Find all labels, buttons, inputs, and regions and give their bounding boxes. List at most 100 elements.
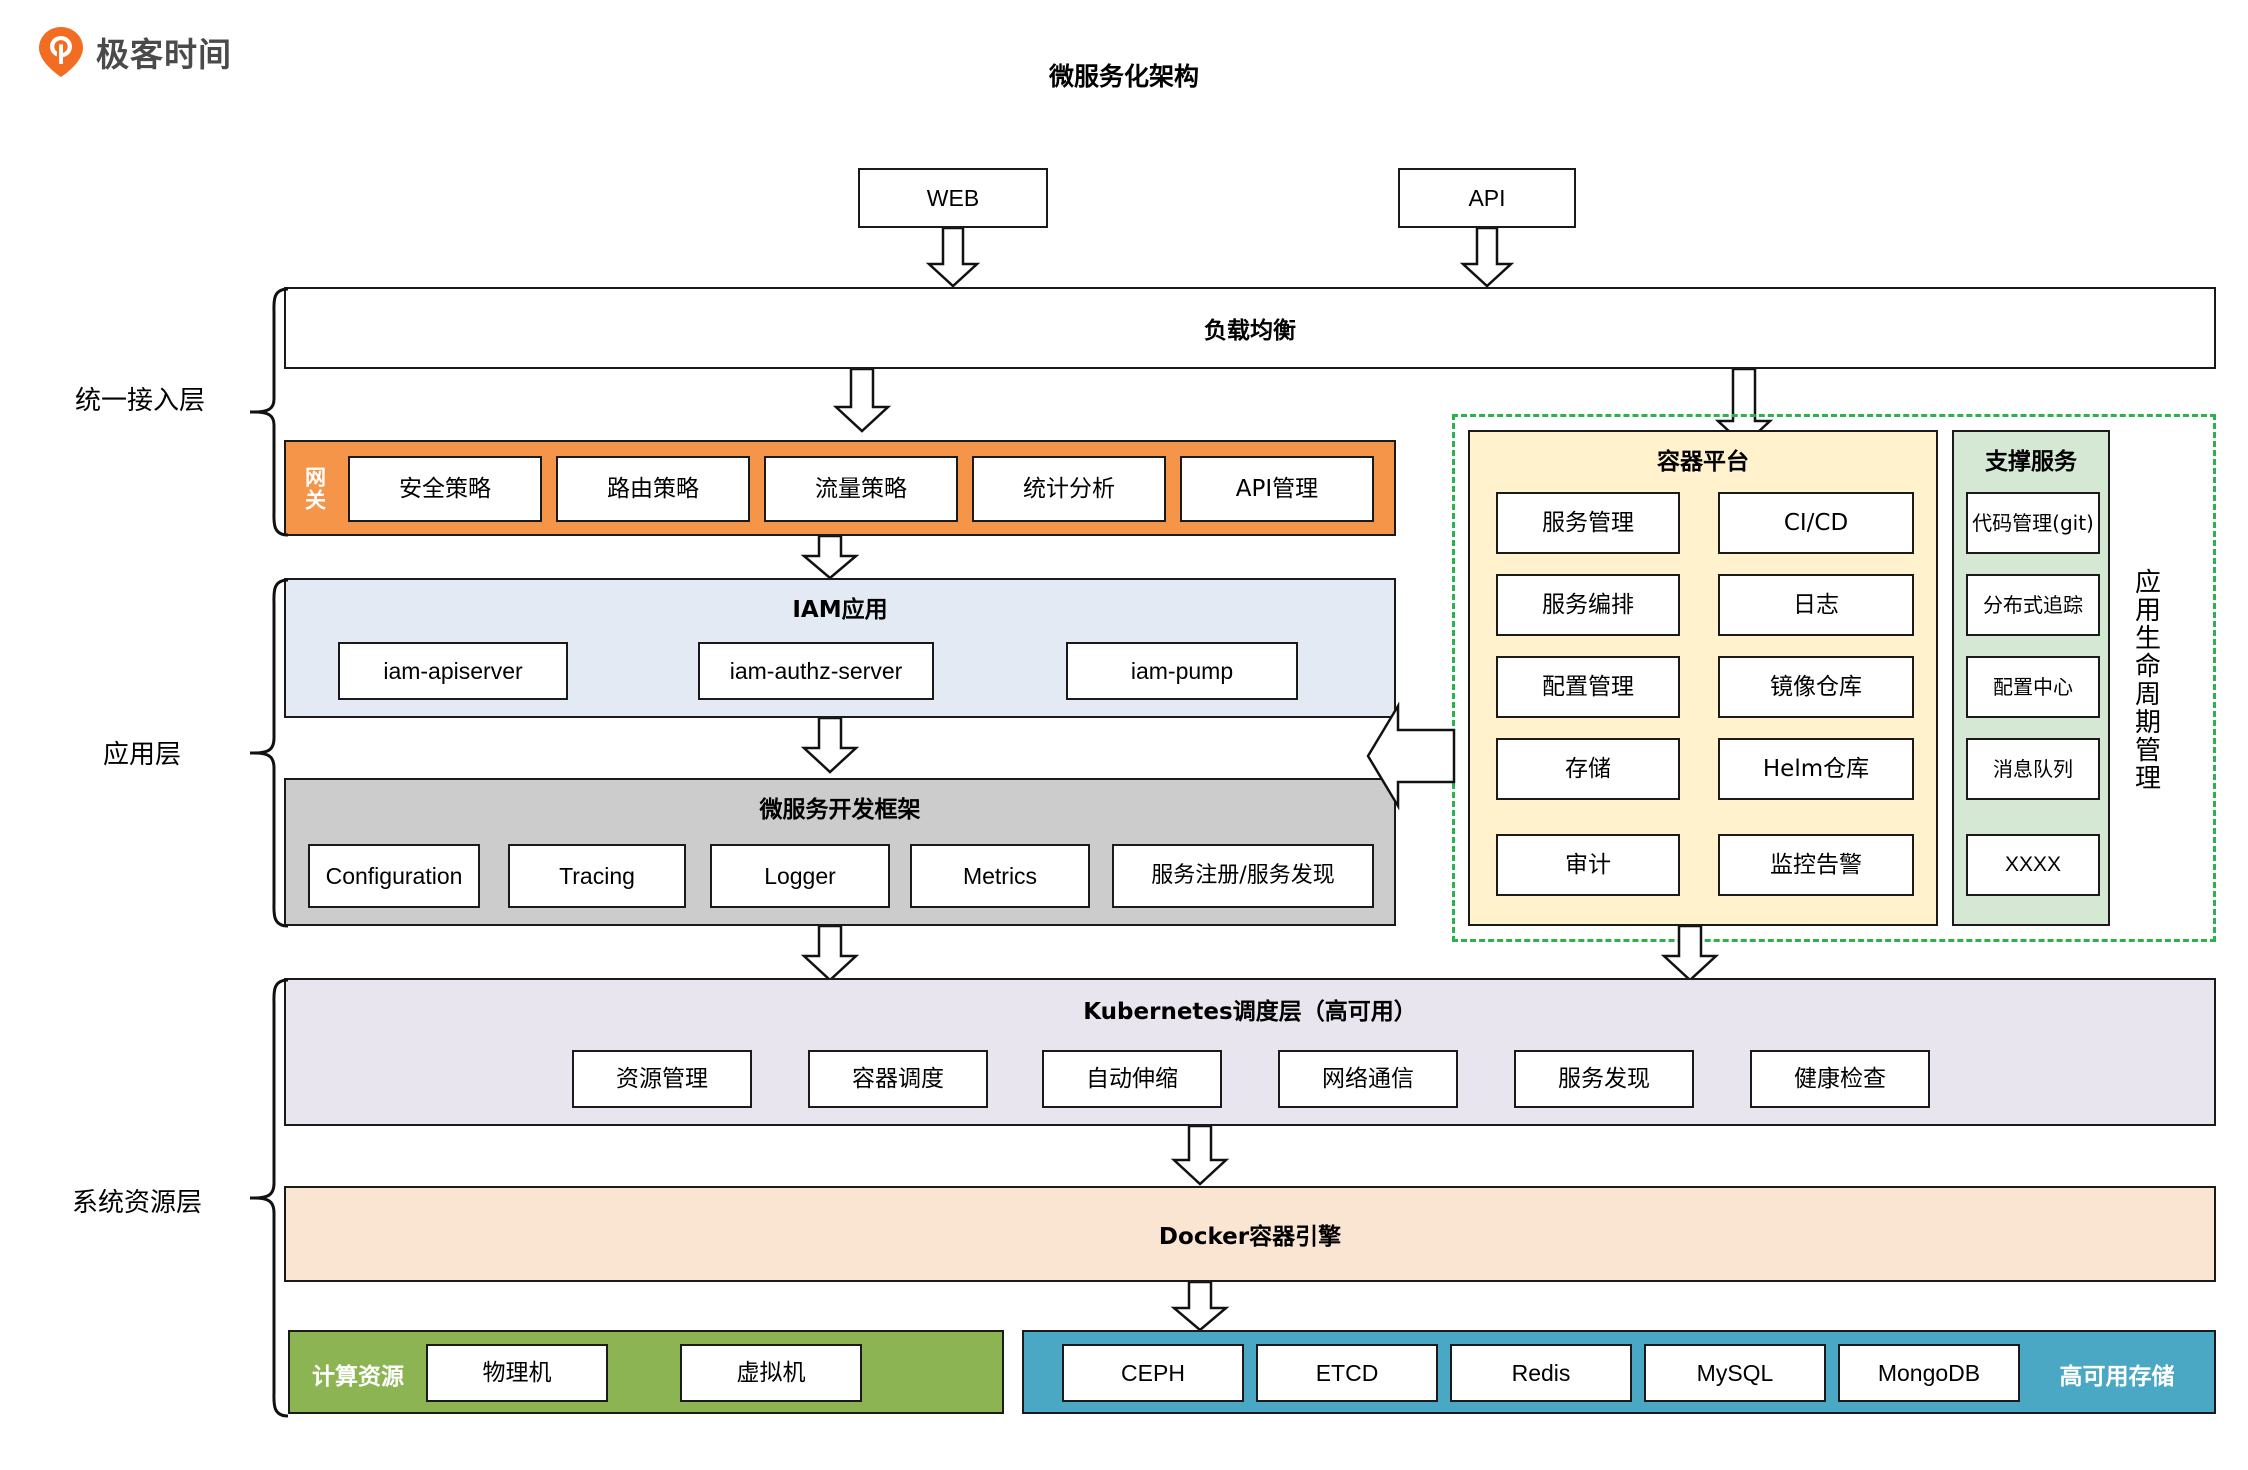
iam-item-apiserver[interactable]: iam-apiserver xyxy=(338,642,568,700)
supporting-item-placeholder[interactable]: XXXX xyxy=(1966,834,2100,896)
item-label: 分布式追踪 xyxy=(1983,592,2083,617)
arrow-gateway-to-iam xyxy=(800,536,860,580)
brace-unified-access xyxy=(250,287,290,537)
arrow-framework-to-kubernetes xyxy=(800,926,860,982)
framework-title: 微服务开发框架 xyxy=(759,797,921,823)
supporting-item-message-queue[interactable]: 消息队列 xyxy=(1966,738,2100,800)
kubernetes-item-network-communication[interactable]: 网络通信 xyxy=(1278,1050,1458,1108)
container-platform-item-helm-repo[interactable]: Helm仓库 xyxy=(1718,738,1914,800)
storage-item-mysql[interactable]: MySQL xyxy=(1644,1344,1826,1402)
storage-item-redis[interactable]: Redis xyxy=(1450,1344,1632,1402)
iam-application-band: IAM应用 iam-apiserver iam-authz-server iam… xyxy=(284,578,1396,718)
layer-label-application: 应用层 xyxy=(102,739,181,770)
item-label: Redis xyxy=(1511,1359,1571,1386)
gateway-item-traffic-policy[interactable]: 流量策略 xyxy=(764,456,958,522)
item-label: iam-pump xyxy=(1130,657,1234,684)
entry-label: API xyxy=(1468,184,1506,211)
gateway-item-api-management[interactable]: API管理 xyxy=(1180,456,1374,522)
item-label: 安全策略 xyxy=(399,475,491,502)
item-label: 服务编排 xyxy=(1542,591,1634,618)
item-label: 服务发现 xyxy=(1558,1065,1650,1092)
item-label: XXXX xyxy=(2004,852,2062,876)
item-label: ETCD xyxy=(1315,1359,1379,1386)
kubernetes-title: Kubernetes调度层（高可用） xyxy=(1083,999,1417,1025)
item-label: 代码管理(git) xyxy=(1972,510,2094,535)
container-platform-item-image-registry[interactable]: 镜像仓库 xyxy=(1718,656,1914,718)
gateway-side-label: 网关 xyxy=(302,466,327,512)
item-label: 统计分析 xyxy=(1023,475,1115,502)
item-label: 虚拟机 xyxy=(736,1359,806,1386)
compute-item-physical-machine[interactable]: 物理机 xyxy=(426,1344,608,1402)
load-balancer-bar[interactable]: 负载均衡 xyxy=(284,287,2216,369)
container-platform-item-config-management[interactable]: 配置管理 xyxy=(1496,656,1680,718)
framework-item-metrics[interactable]: Metrics xyxy=(910,844,1090,908)
kubernetes-item-autoscaling[interactable]: 自动伸缩 xyxy=(1042,1050,1222,1108)
item-label: 资源管理 xyxy=(616,1065,708,1092)
framework-item-tracing[interactable]: Tracing xyxy=(508,844,686,908)
framework-item-logger[interactable]: Logger xyxy=(710,844,890,908)
item-label: 配置中心 xyxy=(1993,674,2073,699)
compute-item-virtual-machine[interactable]: 虚拟机 xyxy=(680,1344,862,1402)
container-platform-panel: 容器平台 服务管理 服务编排 配置管理 存储 审计 CI/CD 日志 镜像仓库 … xyxy=(1468,430,1938,926)
item-label: 消息队列 xyxy=(1993,756,2073,781)
brace-application xyxy=(250,578,290,928)
supporting-item-code-management[interactable]: 代码管理(git) xyxy=(1966,492,2100,554)
storage-band: CEPH ETCD Redis MySQL MongoDB 高可用存储 xyxy=(1022,1330,2216,1414)
item-label: MySQL xyxy=(1696,1359,1774,1386)
item-label: 配置管理 xyxy=(1542,673,1634,700)
item-label: Logger xyxy=(764,862,836,889)
item-label: CEPH xyxy=(1121,1359,1185,1386)
kubernetes-item-service-discovery[interactable]: 服务发现 xyxy=(1514,1050,1694,1108)
item-label: 监控告警 xyxy=(1770,851,1862,878)
kubernetes-item-resource-management[interactable]: 资源管理 xyxy=(572,1050,752,1108)
brand-logo: 极客时间 xyxy=(38,24,258,80)
item-label: 服务管理 xyxy=(1542,509,1634,536)
gateway-band: 网关 安全策略 路由策略 流量策略 统计分析 API管理 xyxy=(284,440,1396,536)
arrow-iam-to-framework xyxy=(800,718,860,774)
storage-item-ceph[interactable]: CEPH xyxy=(1062,1344,1244,1402)
item-label: 健康检查 xyxy=(1794,1065,1886,1092)
compute-side-label: 计算资源 xyxy=(312,1364,404,1390)
supporting-services-title: 支撑服务 xyxy=(1985,449,2077,475)
docker-title: Docker容器引擎 xyxy=(1158,1224,1342,1250)
gateway-item-statistics[interactable]: 统计分析 xyxy=(972,456,1166,522)
container-platform-item-audit[interactable]: 审计 xyxy=(1496,834,1680,896)
iam-item-pump[interactable]: iam-pump xyxy=(1066,642,1298,700)
container-platform-item-storage[interactable]: 存储 xyxy=(1496,738,1680,800)
supporting-item-distributed-tracing[interactable]: 分布式追踪 xyxy=(1966,574,2100,636)
entry-box-api[interactable]: API xyxy=(1398,168,1576,228)
geektime-pin-icon xyxy=(38,26,84,78)
item-label: iam-apiserver xyxy=(383,657,523,684)
storage-item-etcd[interactable]: ETCD xyxy=(1256,1344,1438,1402)
iam-item-authz-server[interactable]: iam-authz-server xyxy=(698,642,934,700)
arrow-docker-to-storage xyxy=(1170,1282,1230,1332)
container-platform-item-monitoring-alerting[interactable]: 监控告警 xyxy=(1718,834,1914,896)
application-lifecycle-label: 应用生命周期管理 xyxy=(2130,568,2161,792)
brace-system-resource xyxy=(250,978,290,1418)
storage-item-mongodb[interactable]: MongoDB xyxy=(1838,1344,2020,1402)
framework-item-service-registry-discovery[interactable]: 服务注册/服务发现 xyxy=(1112,844,1374,908)
entry-box-web[interactable]: WEB xyxy=(858,168,1048,228)
kubernetes-item-container-scheduling[interactable]: 容器调度 xyxy=(808,1050,988,1108)
arrow-web-to-lb xyxy=(925,228,981,288)
container-platform-item-service-management[interactable]: 服务管理 xyxy=(1496,492,1680,554)
item-label: 镜像仓库 xyxy=(1770,673,1862,700)
item-label: 路由策略 xyxy=(607,475,699,502)
container-platform-item-service-orchestration[interactable]: 服务编排 xyxy=(1496,574,1680,636)
kubernetes-item-health-check[interactable]: 健康检查 xyxy=(1750,1050,1930,1108)
item-label: 存储 xyxy=(1565,755,1611,782)
container-platform-item-logging[interactable]: 日志 xyxy=(1718,574,1914,636)
item-label: iam-authz-server xyxy=(729,657,903,684)
arrow-lb-to-gateway xyxy=(832,369,892,433)
supporting-item-config-center[interactable]: 配置中心 xyxy=(1966,656,2100,718)
framework-item-configuration[interactable]: Configuration xyxy=(308,844,480,908)
supporting-services-panel: 支撑服务 代码管理(git) 分布式追踪 配置中心 消息队列 XXXX xyxy=(1952,430,2110,926)
container-platform-item-cicd[interactable]: CI/CD xyxy=(1718,492,1914,554)
item-label: Metrics xyxy=(962,862,1038,889)
gateway-item-security-policy[interactable]: 安全策略 xyxy=(348,456,542,522)
item-label: 流量策略 xyxy=(815,475,907,502)
arrow-platform-to-kubernetes xyxy=(1660,926,1720,982)
compute-resources-band: 计算资源 物理机 虚拟机 xyxy=(288,1330,1004,1414)
gateway-item-routing-policy[interactable]: 路由策略 xyxy=(556,456,750,522)
item-label: 网络通信 xyxy=(1322,1065,1414,1092)
